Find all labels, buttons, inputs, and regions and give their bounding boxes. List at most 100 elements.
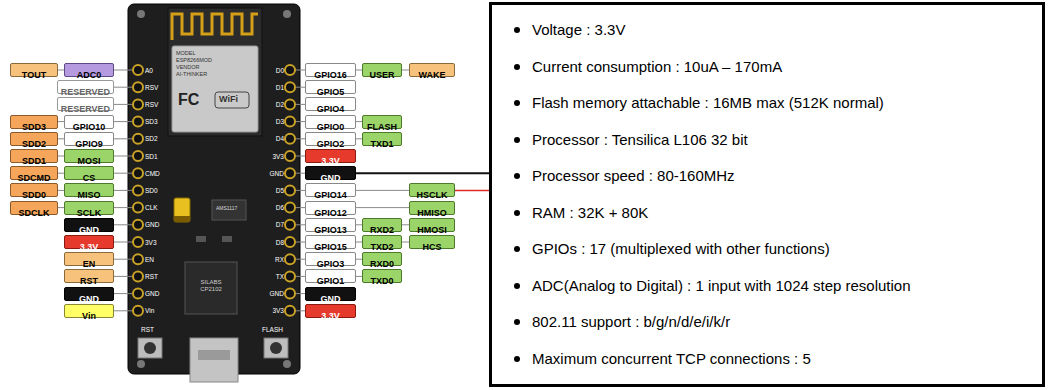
pin-label: Vin [64,304,114,318]
pin-name: HSCLK [417,189,448,201]
pin-leader [114,70,133,71]
silkscreen-pin: RSV [145,84,158,91]
pin-name: GPIO16 [314,69,347,81]
pin-leader [114,207,133,208]
spec-line: Processor : Tensilica L106 32 bit [514,131,1022,149]
silkscreen-pin: RST [145,273,158,280]
pin-label: FLASH [362,115,402,129]
spec-line: Processor speed : 80-160MHz [514,167,1022,185]
pin-leader [295,70,305,71]
pin-label: GPIO13 [305,218,356,232]
pin-headers [114,65,305,316]
header-pin [133,220,143,230]
pin-label: GPIO14 [305,183,356,197]
header-pin [133,117,143,127]
pin-leader [295,207,305,208]
pin-name: RXD2 [370,224,394,236]
silkscreen-pin: CLK [145,204,158,211]
pin-name: GPIO5 [317,86,345,98]
pin-name: CS [83,172,96,184]
header-pin [285,271,295,281]
pin-label: EN [64,252,114,266]
pin-label: HMOSI [409,218,455,232]
pin-label: 3.3V [64,235,114,249]
pin-label: MISO [64,183,114,197]
pin-label: SCLK [64,201,114,215]
smd-part [196,236,206,242]
pin-leader [295,293,305,294]
pin-name: HCS [422,241,441,253]
header-pin [133,99,143,109]
pin-name: TXD1 [370,138,393,150]
silkscreen-pin: D3 [276,118,284,125]
pin-connector [356,207,409,208]
header-pin [285,99,295,109]
flash-button [264,338,288,358]
pin-name: USER [369,69,394,81]
silkscreen-pin: D0 [276,67,284,74]
button-cap [270,342,282,354]
pin-label: HCS [409,235,455,249]
silkscreen-pin: 3V3 [272,153,284,160]
bullet-dot [514,246,520,252]
spec-line: Voltage : 3.3V [514,21,1022,39]
pin-name: Vin [82,310,96,322]
pin-connector [402,70,409,71]
pin-name: HMISO [417,207,447,219]
silkscreen-pin: D4 [276,135,284,142]
pin-label: RESERVED [57,80,114,94]
pin-name: TXD0 [370,275,393,287]
pin-leader [114,121,133,122]
pin-name: GPIO13 [314,224,347,236]
pin-name: ADC0 [77,69,102,81]
silkscreen-pin: EN [145,256,154,263]
pin-name: FLASH [367,121,397,133]
wifi-logo-frame [215,92,249,108]
pin-leader [295,310,305,311]
component-marking: FLASH [262,326,283,333]
pin-label: GPIO0 [305,115,356,129]
pin-name: GND [79,293,99,305]
pin-connector [455,190,489,192]
pin-label: RXD2 [362,218,402,232]
header-pin [133,65,143,75]
pin-name: GPIO14 [314,189,347,201]
pin-label: SDD1 [10,149,58,163]
usb-connector [190,338,238,382]
spec-line: Current consumption : 10uA – 170mA [514,58,1022,76]
header-pin [285,237,295,247]
pin-label: RXD0 [362,252,402,266]
pin-label: TXD1 [362,132,402,146]
spec-text: Processor : Tensilica L106 32 bit [532,131,748,149]
pin-connector [402,242,409,243]
header-pin [133,306,143,316]
pin-name: GND [321,293,341,305]
pin-name: 3.3V [321,310,340,322]
smd-part [222,236,232,242]
pin-label: SDCLK [10,201,58,215]
pin-label: GPIO4 [305,97,356,111]
pin-label: WAKE [409,63,455,77]
pin-leader [295,104,305,105]
pin-label: GPIO3 [305,252,356,266]
spec-line: Maximum concurrent TCP connections : 5 [514,350,1022,368]
spec-text: Current consumption : 10uA – 170mA [532,58,782,76]
bullet-dot [514,173,520,179]
pin-label: 3.3V [305,149,356,163]
pin-leader [114,276,133,277]
header-pin [133,151,143,161]
pin-name: RESERVED [61,86,110,98]
pin-label: 3.3V [305,304,356,318]
header-pin [133,134,143,144]
silkscreen-pin: RX [275,256,284,263]
bullet-dot [514,356,520,362]
header-pin [285,289,295,299]
silkscreen-pin: GND [270,290,284,297]
pin-label: HSCLK [409,183,455,197]
pin-leader [114,104,133,105]
pin-name: SDD1 [22,155,46,167]
component-marking: ESP8266MOD [176,57,212,63]
pin-label: GPIO10 [64,115,114,129]
